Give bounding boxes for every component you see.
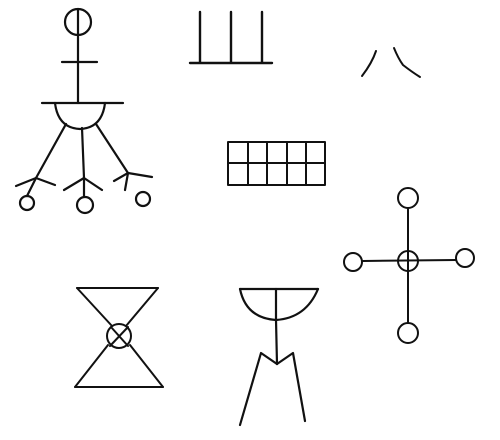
- bowl: [53, 101, 107, 131]
- bowl-figure-symbol: [238, 287, 320, 427]
- bowl-body: [238, 287, 320, 322]
- grid-symbol: [227, 141, 326, 186]
- stroke-left: [361, 50, 377, 77]
- branch-left-bulb: [18, 194, 36, 212]
- figure-left-leg: [238, 351, 279, 427]
- branch-left-fork-b: [25, 176, 38, 198]
- cross-right-circle: [455, 248, 475, 268]
- cross-horizontal: [362, 259, 457, 262]
- branch-right-fork-c: [126, 171, 154, 179]
- branch-middle-fork-c: [82, 176, 104, 192]
- branch-right-bulb: [134, 190, 152, 208]
- hourglass-bottom-left-edge: [74, 344, 109, 388]
- cross-top-circle: [397, 187, 419, 209]
- branch-middle: [80, 126, 86, 180]
- hourglass-bottom-right-edge: [129, 344, 164, 388]
- branch-right-fork-a: [112, 171, 130, 183]
- pendant-figure-symbol: [14, 7, 154, 215]
- cross-symbol: [343, 187, 475, 344]
- figure-right-leg: [275, 351, 307, 423]
- branch-middle-bulb: [75, 195, 95, 215]
- hourglass-top-right-edge: [125, 287, 159, 327]
- cross-left-circle: [343, 252, 363, 272]
- stroke-right: [393, 47, 421, 78]
- hourglass-circle-cross-b: [109, 326, 129, 347]
- figure-neck: [274, 318, 279, 366]
- hourglass-center-circle: [106, 323, 132, 349]
- two-strokes-symbol: [361, 47, 421, 78]
- branch-left-fork-c: [34, 176, 57, 187]
- branch-left-fork-a: [14, 176, 38, 188]
- cross-center-circle: [397, 250, 419, 272]
- branch-middle-fork-a: [62, 176, 86, 192]
- cross-bottom-circle: [397, 322, 419, 344]
- branch-left: [34, 122, 68, 180]
- comb-symbol: [188, 10, 274, 65]
- branch-right-fork-b: [123, 171, 130, 192]
- hourglass-top-left-edge: [76, 287, 113, 327]
- branch-right: [94, 122, 130, 175]
- hourglass-symbol: [74, 287, 164, 388]
